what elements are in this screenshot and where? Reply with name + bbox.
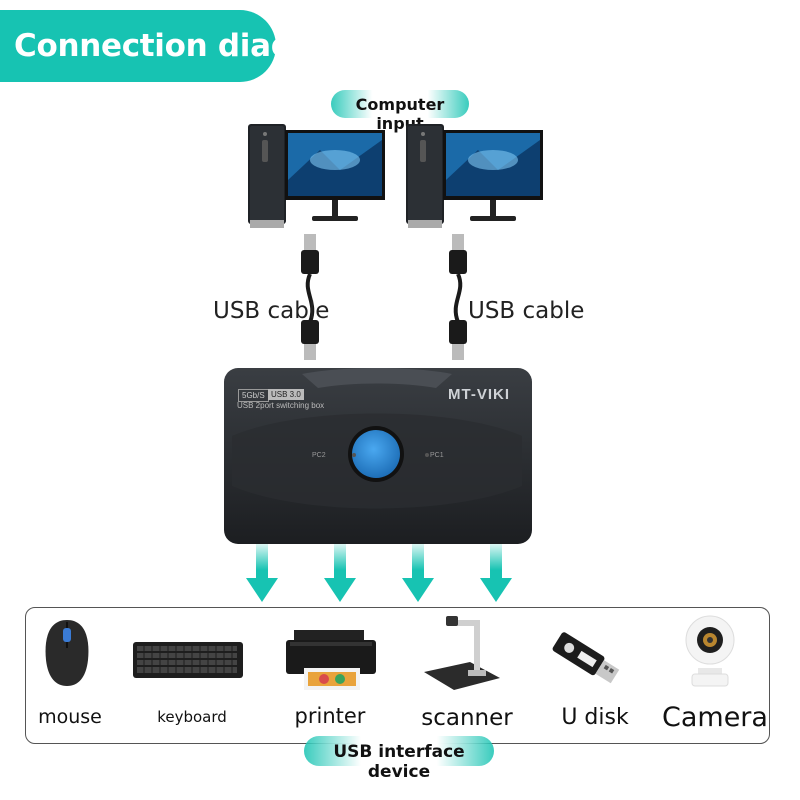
usb-cable-left-label: USB cable [213, 298, 330, 324]
usb-drive-icon [552, 632, 620, 684]
device-label-camera: Camera [662, 702, 768, 733]
arrow-down-icon [246, 544, 278, 602]
usb-interface-device-label: USB interface device [333, 742, 465, 782]
camera-icon [685, 615, 735, 687]
switch-box-subtitle: USB 2port switching box [237, 401, 325, 410]
computer-right-icon [406, 124, 543, 228]
usb-switch-box [224, 368, 532, 544]
keyboard-icon [133, 642, 243, 678]
mouse-icon [45, 620, 89, 686]
pc2-label: PC2 [312, 452, 326, 459]
arrow-down-icon [324, 544, 356, 602]
device-label-u-disk: U disk [561, 705, 629, 730]
computer-input-badge: Computer input [331, 90, 469, 133]
brand-logo: MT-VIKI [448, 386, 510, 403]
device-label-mouse: mouse [38, 706, 102, 728]
scanner-icon [424, 616, 500, 690]
printer-icon [286, 630, 376, 690]
pc1-label: PC1 [430, 452, 444, 459]
down-arrows [246, 544, 512, 602]
arrow-down-icon [480, 544, 512, 602]
arrow-down-icon [402, 544, 434, 602]
usb-cable-right-label: USB cable [468, 298, 585, 324]
device-label-scanner: scanner [421, 705, 513, 731]
switch-button[interactable] [349, 434, 403, 488]
device-label-printer: printer [294, 704, 366, 728]
device-label-keyboard: keyboard [157, 708, 227, 726]
computer-left-icon [248, 124, 385, 228]
usb-interface-device-badge: USB interface device [304, 736, 494, 782]
usb-cable-right-icon [449, 234, 467, 360]
usb-cable-left-icon [301, 234, 319, 360]
page-title: Connection diagram [14, 28, 361, 64]
usb-version-badge: USB 3.0 [268, 389, 304, 400]
title-banner [0, 10, 276, 82]
